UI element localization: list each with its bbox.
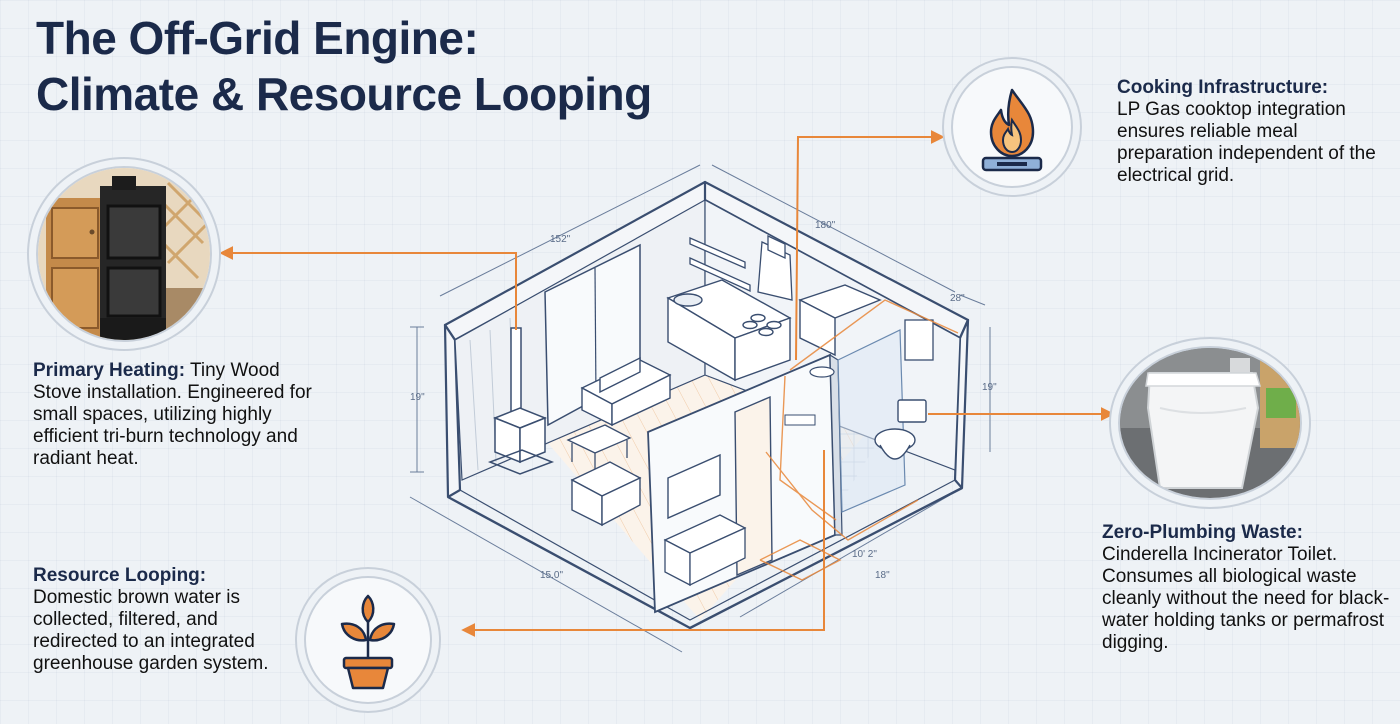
callout-heading: Cooking Infrastructure: <box>1117 77 1329 98</box>
toilet-medallion <box>1120 348 1300 498</box>
title-line-2: Climate & Resource Looping <box>36 68 652 120</box>
callout-heading: Primary Heating: <box>33 360 186 381</box>
dim-inner: 10' 2" <box>852 549 877 560</box>
flame-burner-icon <box>981 88 1043 172</box>
callout-body: Domestic brown water is collected, filte… <box>33 587 269 674</box>
plant-medallion <box>306 578 430 702</box>
dim-top-left: 152" <box>550 234 571 245</box>
dim-right-depth: 28" <box>950 293 965 304</box>
dimension-lines <box>409 164 991 653</box>
connector-arrows <box>219 130 1115 637</box>
outer-walls <box>443 180 970 630</box>
heating-connector <box>219 246 517 330</box>
dim-bottom-left: 15.0" <box>540 570 563 581</box>
callout-body: Cinderella Incinerator Toilet. Consumes … <box>1102 544 1390 653</box>
flame-medallion <box>953 68 1071 186</box>
dim-right-height: 19" <box>982 382 997 393</box>
wood-stove-medallion <box>38 168 210 340</box>
looping-connector <box>461 450 825 637</box>
dim-bottom-right: 18" <box>875 570 890 581</box>
title-line-1: The Off-Grid Engine: <box>36 12 479 64</box>
callout-resource-looping: Resource Looping: Domestic brown water i… <box>33 565 293 675</box>
incinerator-toilet-photo-icon <box>1120 348 1300 498</box>
callout-cooking-infrastructure: Cooking Infrastructure: LP Gas cooktop i… <box>1117 77 1387 187</box>
callout-zero-plumbing-waste: Zero-Plumbing Waste: Cinderella Incinera… <box>1102 522 1398 654</box>
callout-body: Tiny Wood Stove installation. Engineered… <box>33 360 312 469</box>
dim-left-height: 19" <box>410 392 425 403</box>
callout-heading: Zero-Plumbing Waste: <box>1102 522 1303 543</box>
cooking-connector <box>795 130 945 361</box>
dim-top-right: 180" <box>815 220 836 231</box>
page-title: The Off-Grid Engine: Climate & Resource … <box>36 10 652 122</box>
callout-body: LP Gas cooktop integration ensures relia… <box>1117 99 1376 186</box>
wood-stove-photo-icon <box>38 168 210 340</box>
callout-heading: Resource Looping: <box>33 565 207 586</box>
callout-primary-heating: Primary Heating: Tiny Wood Stove install… <box>33 360 313 470</box>
potted-plant-icon <box>340 594 396 690</box>
